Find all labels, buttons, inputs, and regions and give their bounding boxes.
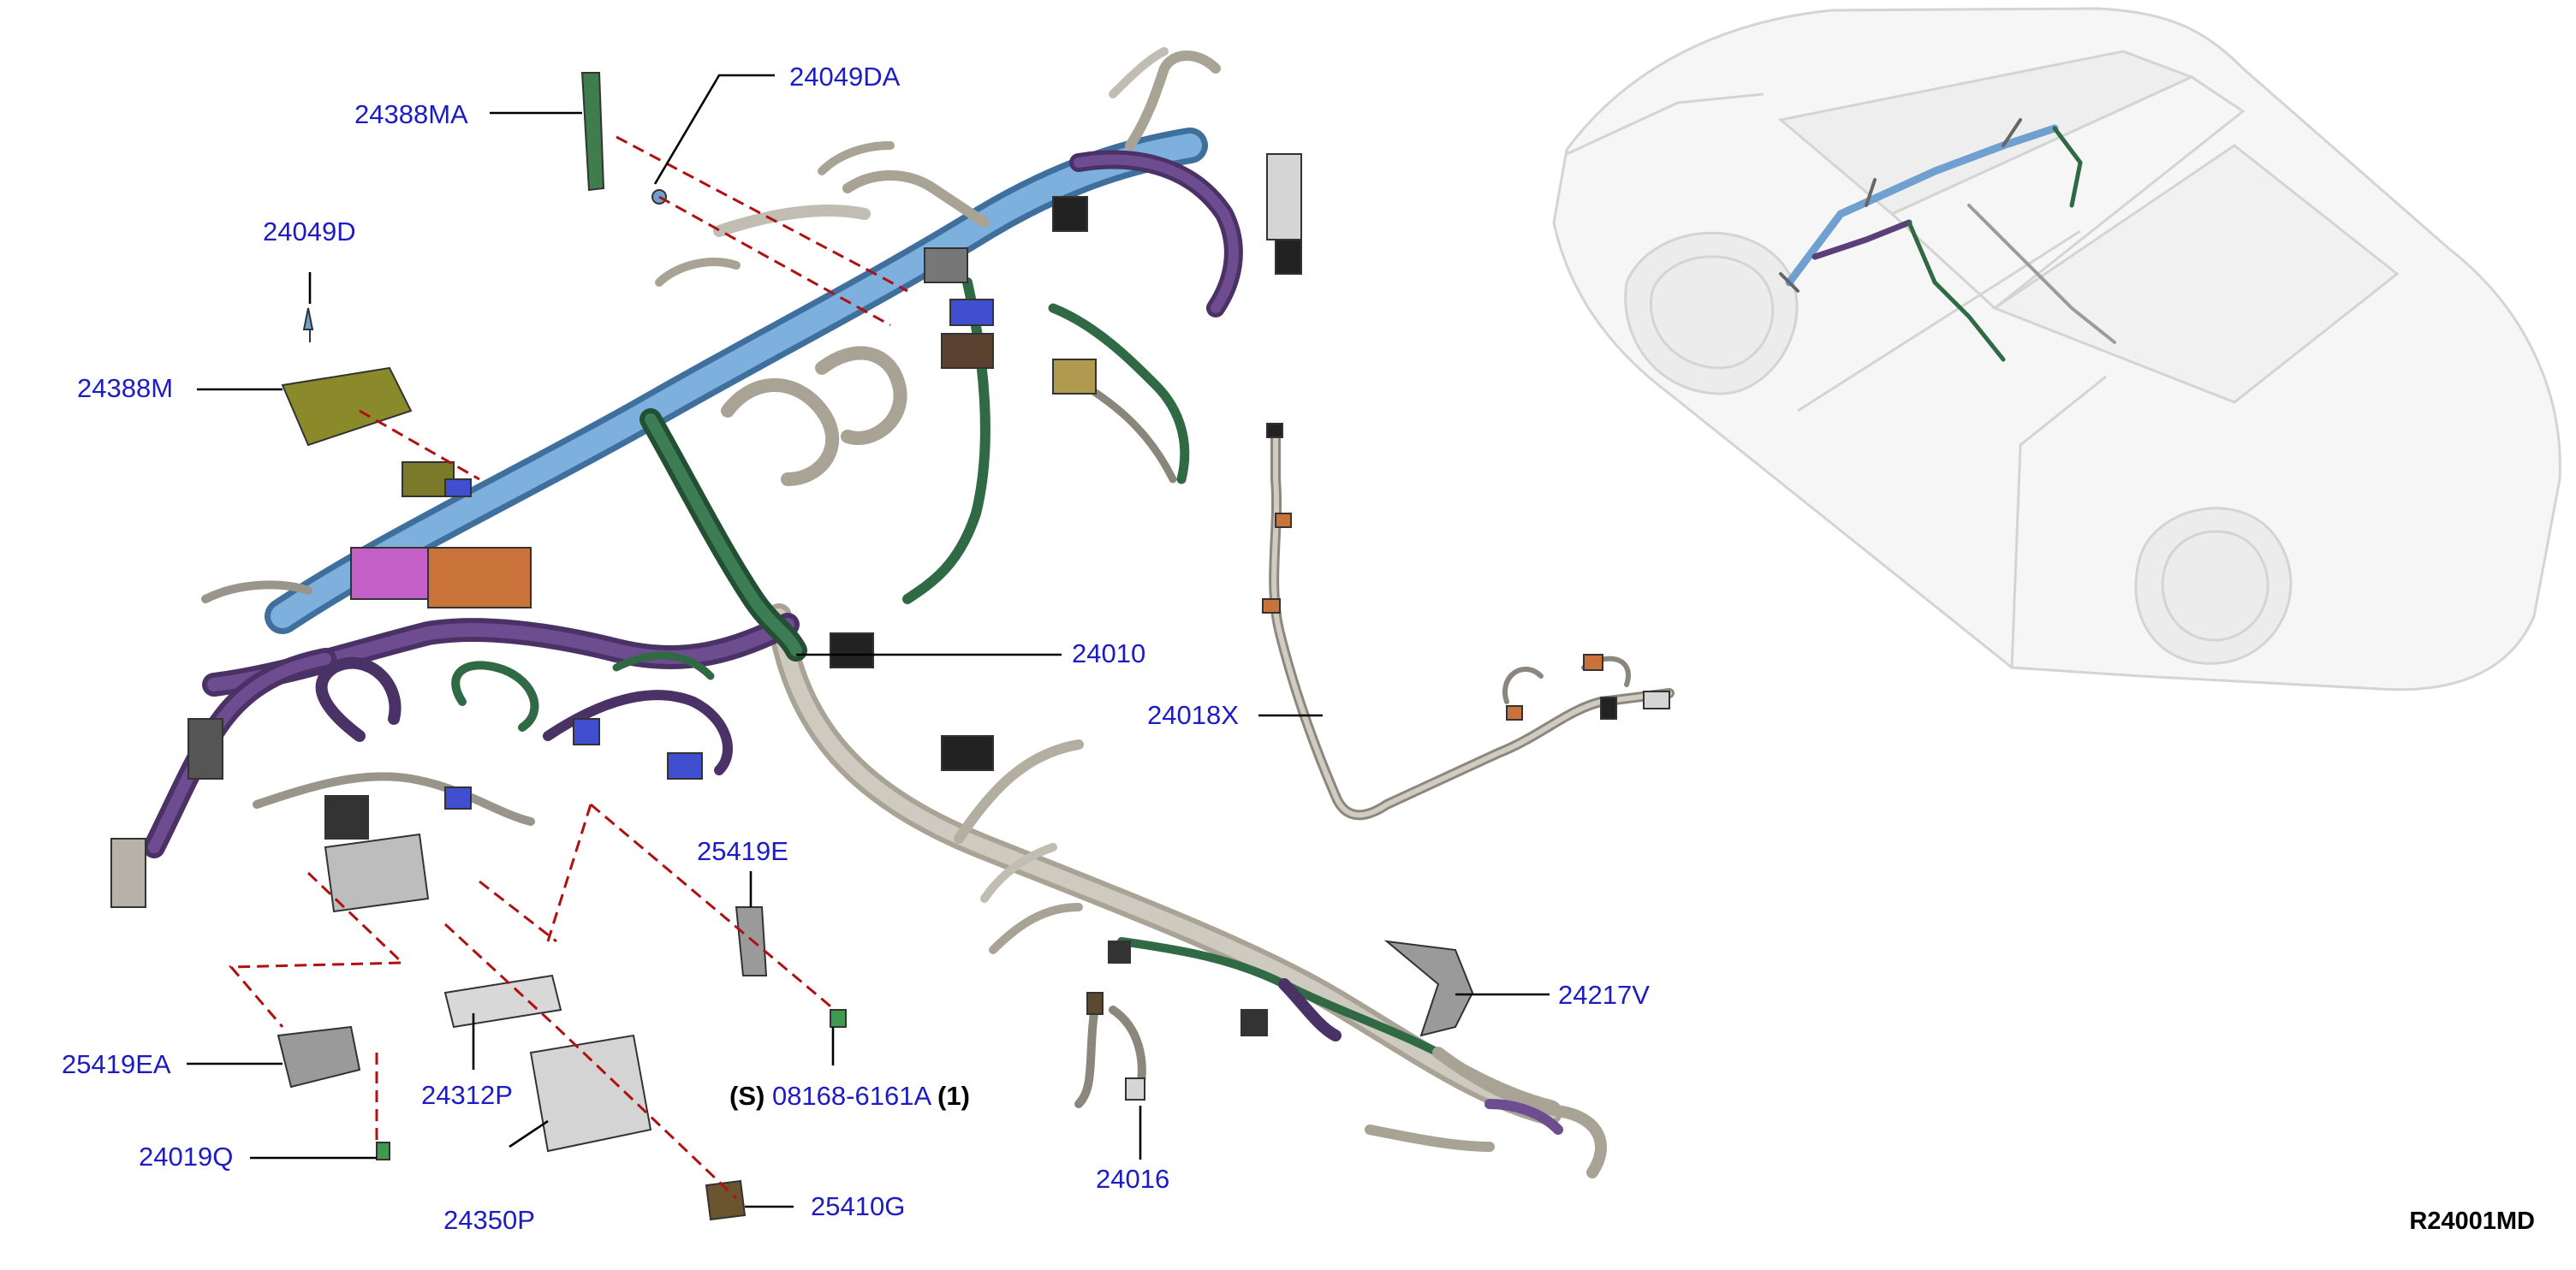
callout-part-number: 08168-6161A [771,1081,931,1111]
callout-08168-6161A: (S) 08168-6161A (1) [729,1083,970,1109]
parts-and-brackets [277,72,1474,1221]
callout-24312P: 24312P [421,1080,513,1110]
bolt-08168-6161A [830,1009,847,1028]
bracket-24388MA [580,72,605,192]
assembly-dashed-lines [228,135,908,1200]
sub-harness-24016-connectors [1086,992,1145,1101]
callout-24018X: 24018X [1147,700,1239,730]
bracket-25419E [735,906,768,976]
callout-25419E: 25419E [697,836,788,866]
callout-leader-lines [187,74,1550,1208]
callout-24010: 24010 [1072,638,1146,668]
callout-24388MA: 24388MA [354,99,468,129]
callout-25419EA: 25419EA [62,1049,171,1079]
callout-24049DA: 24049DA [789,62,901,92]
vehicle-locator-illustration [1552,7,2561,691]
bracket-25419EA [277,1025,361,1089]
sub-harness-24018X [1269,423,1675,821]
callout-24217V: 24217V [1558,980,1650,1010]
callout-symbol-s: (S) [729,1081,765,1111]
bracket-24388M [281,366,413,447]
callout-24016: 24016 [1096,1164,1170,1194]
clip-24049D [302,307,314,342]
fuse-block-on-harness [324,833,430,913]
callout-25410G: 25410G [811,1191,906,1221]
harness-connectors [110,153,1302,1036]
bracket-24217V [1383,940,1474,1037]
cover-24312P [443,974,562,1029]
sub-harness-24018X-connectors [1262,423,1670,721]
diagram-reference-code: R24001MD [2409,1208,2535,1235]
callout-quantity: (1) [937,1081,970,1111]
fuse-block-24350P [529,1034,652,1153]
relay-25410G [705,1179,747,1221]
callout-24350P: 24350P [443,1205,535,1235]
callout-24388M: 24388M [77,373,174,403]
callout-24019Q: 24019Q [139,1142,234,1172]
main-harness-24010 [143,47,1607,1178]
vehicle-harness-location [1779,118,2116,362]
callout-24049D: 24049D [263,217,356,246]
clip-24019Q [376,1142,390,1160]
